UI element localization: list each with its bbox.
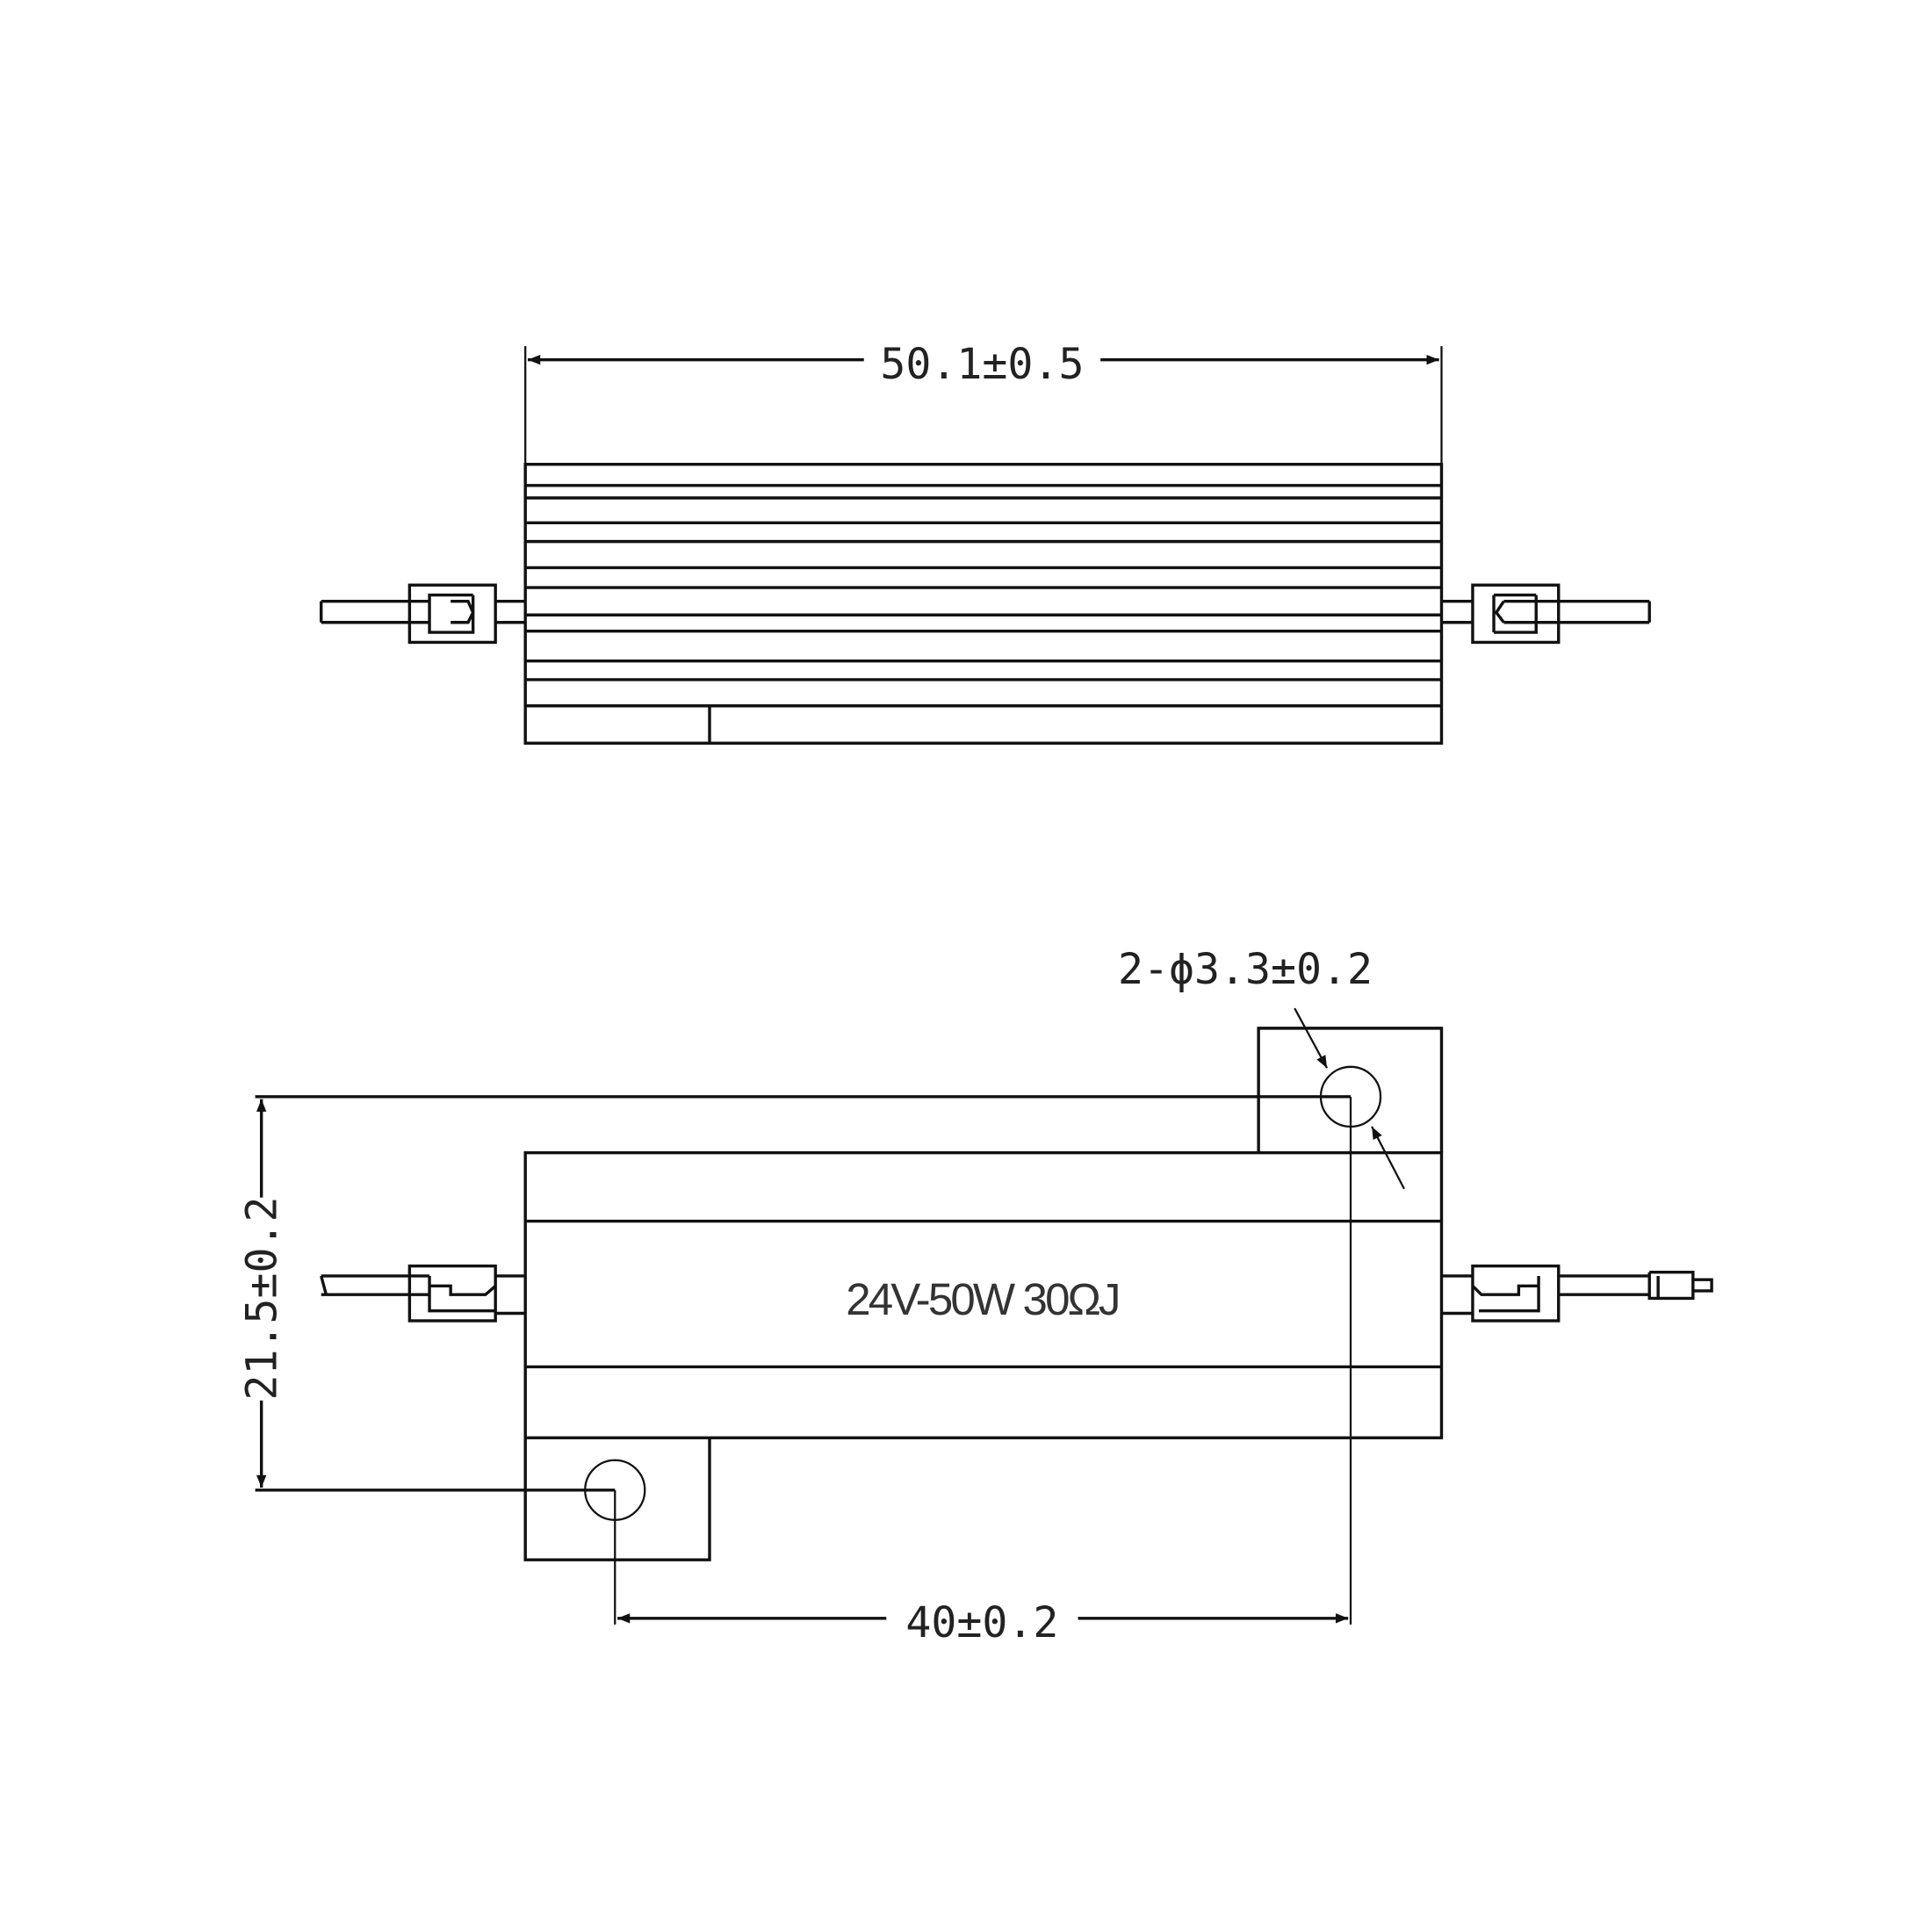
- body-marking-text: 24V-50W 30ΩJ: [846, 1274, 1118, 1324]
- hole-dimension: 2-ϕ3.3±0.2: [1118, 945, 1405, 1190]
- hole-dimension-text: 2-ϕ3.3±0.2: [1118, 945, 1373, 994]
- hole-spacing-dimension: 40±0.2: [614, 1096, 1352, 1647]
- terminal-right: [1441, 1264, 1713, 1323]
- length-dimension: 50.1±0.5: [524, 340, 1443, 465]
- heatsink-body: [523, 463, 1444, 745]
- height-dimension-text: 21.5±0.2: [238, 1196, 287, 1400]
- hole-spacing-dimension-text: 40±0.2: [905, 1598, 1058, 1647]
- length-dimension-text: 50.1±0.5: [880, 340, 1084, 389]
- top-view: 50.1±0.5: [320, 340, 1651, 745]
- terminal-right: [1441, 583, 1651, 645]
- resistor-body: 24V-50W 30ΩJ: [523, 1150, 1444, 1439]
- height-dimension: 21.5±0.2: [238, 1095, 1352, 1492]
- mounting-tab-bottom: [523, 1438, 711, 1561]
- terminal-left: [320, 1264, 526, 1323]
- terminal-left: [320, 583, 526, 645]
- bottom-view: 24V-50W 30ΩJ 2-ϕ3.3±0.2 21.5±0.2: [238, 945, 1713, 1647]
